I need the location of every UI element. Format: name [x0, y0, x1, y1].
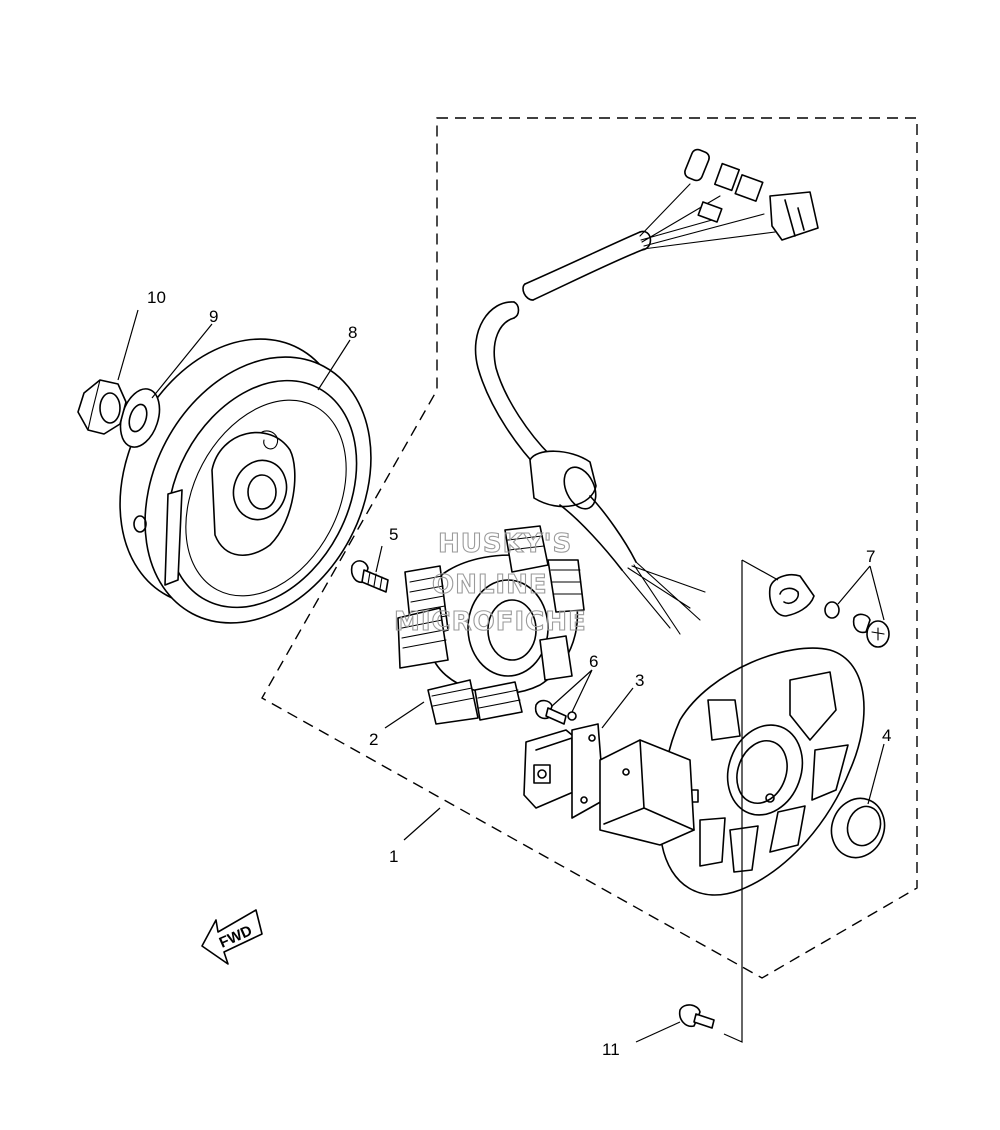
part-7-clamp-set[interactable]	[768, 573, 890, 648]
leader-lines	[117, 309, 885, 1043]
assembly-boundary	[261, 117, 918, 979]
callout-2: 2	[369, 730, 378, 749]
watermark-line-2: ONLINE	[432, 570, 548, 600]
watermark-line-1: HUSKY'S	[438, 529, 572, 559]
callout-8: 8	[348, 323, 357, 342]
callout-1: 1	[389, 847, 398, 866]
callout-labels: 1 2 3 4 5 6 7 8 9 10 11	[147, 288, 891, 1059]
part-4-oil-seal[interactable]	[823, 791, 892, 865]
part-8-flywheel-rotor[interactable]	[75, 300, 415, 663]
callout-11: 11	[602, 1040, 620, 1059]
callout-9: 9	[209, 307, 218, 326]
part-2-stator[interactable]	[397, 525, 585, 725]
callout-10: 10	[147, 288, 166, 307]
callout-6: 6	[589, 652, 598, 671]
part-1-base-plate[interactable]	[599, 647, 865, 896]
wiring-harness	[474, 148, 819, 635]
fwd-direction-arrow: FWD	[201, 909, 263, 965]
watermark-line-3: MICROFICHE	[394, 607, 587, 637]
part-5-screw[interactable]	[350, 560, 389, 593]
part-6-screws[interactable]	[534, 699, 577, 725]
part-10-nut[interactable]	[77, 379, 127, 435]
callout-7: 7	[866, 547, 875, 566]
part-3-pickup-coil[interactable]	[523, 723, 605, 819]
callout-5: 5	[389, 525, 398, 544]
callout-3: 3	[635, 671, 644, 690]
part-11-bolt[interactable]	[678, 1004, 715, 1029]
callout-4: 4	[882, 726, 891, 745]
watermark: HUSKY'S ONLINE MICROFICHE	[393, 528, 587, 637]
